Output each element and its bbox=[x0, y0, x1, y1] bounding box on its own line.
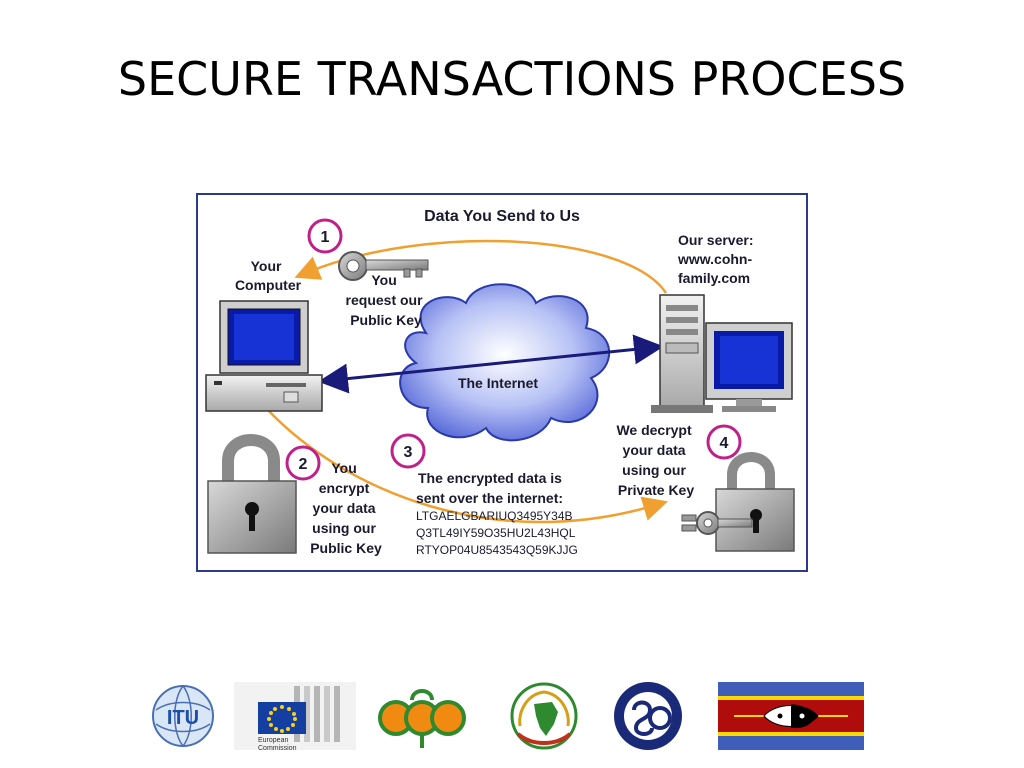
african-union-logo bbox=[510, 682, 578, 750]
cipher-text: LTGAELGBARIUQ3495Y34B Q3TL49IY59O35HU2L4… bbox=[416, 509, 578, 557]
server-icon bbox=[651, 294, 713, 413]
diagram-heading: Data You Send to Us bbox=[424, 208, 580, 225]
ec-logo-text-1: European bbox=[258, 737, 288, 744]
step-4-text: We decrypt your data using our Private K… bbox=[616, 422, 695, 498]
step-2-badge bbox=[285, 445, 321, 481]
european-commission-logo: European Commission bbox=[234, 682, 356, 752]
your-computer-label: Your Computer bbox=[235, 258, 302, 293]
internet-link-arrow bbox=[318, 334, 664, 394]
ec-logo-text-2: Commission bbox=[258, 745, 297, 752]
server-monitor-icon bbox=[705, 322, 793, 412]
eswatini-flag bbox=[718, 682, 864, 750]
decrypt-key-icon bbox=[681, 511, 753, 535]
step-2-text: You encrypt your data using our Public K… bbox=[310, 460, 382, 556]
internet-label: The Internet bbox=[458, 375, 538, 391]
step-1-badge bbox=[307, 218, 343, 254]
step-3-badge bbox=[390, 433, 426, 469]
partner-logos: ITU European Commission bbox=[150, 680, 870, 752]
step-1-text: You request our Public Key bbox=[346, 272, 427, 328]
itu-logo: ITU bbox=[152, 685, 214, 747]
sadc-logo bbox=[614, 682, 682, 750]
slide-title: SECURE TRANSACTIONS PROCESS bbox=[117, 52, 907, 106]
step-3-number: 3 bbox=[404, 444, 413, 461]
server-label: Our server: www.cohn- family.com bbox=[677, 232, 757, 286]
step-4-badge bbox=[706, 424, 742, 460]
padlock-icon-left bbox=[207, 434, 297, 554]
acp-logo bbox=[378, 689, 466, 748]
secure-transaction-diagram: Data You Send to Us The Internet Your Co… bbox=[196, 193, 808, 572]
key-icon bbox=[338, 251, 429, 281]
step-2-number: 2 bbox=[299, 456, 308, 473]
step-1-number: 1 bbox=[321, 229, 330, 246]
encrypted-data-arrow bbox=[265, 407, 668, 524]
itu-logo-text: ITU bbox=[167, 707, 199, 729]
step-4-number: 4 bbox=[720, 435, 729, 452]
your-computer-icon bbox=[205, 300, 323, 412]
step-3-text: The encrypted data is sent over the inte… bbox=[416, 470, 566, 506]
